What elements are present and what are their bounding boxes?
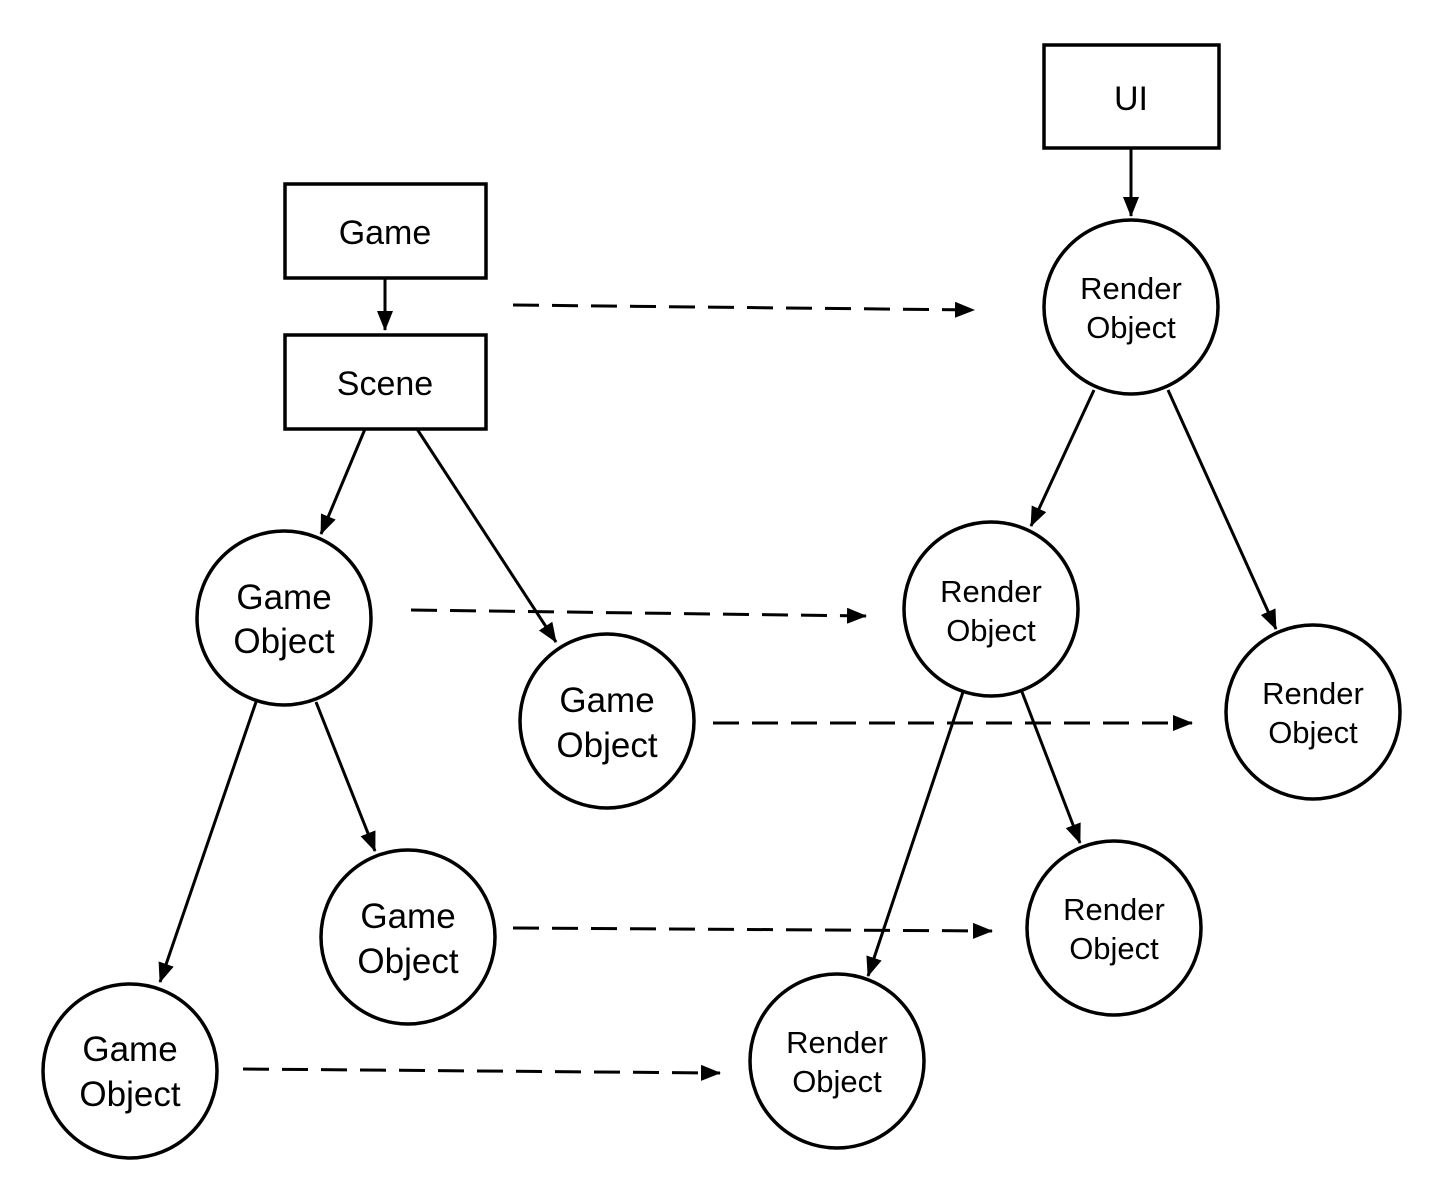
edge-game-object-1-to-game-object-3 (314, 701, 377, 852)
render-object-3-line2: Object (1069, 931, 1159, 966)
node-scene: Scene (283, 333, 488, 431)
render-object-2-line2: Object (1268, 715, 1358, 750)
game-object-2-line2: Object (556, 726, 657, 765)
render-object-1-line2: Object (946, 613, 1036, 648)
ui-label: UI (1114, 80, 1148, 118)
render-object-4-circle (748, 972, 926, 1150)
edge-scene-to-game-object-1 (319, 428, 367, 535)
edge-game-object-1-to-game-object-4 (158, 701, 258, 983)
hierarchy-edges (158, 148, 1278, 983)
node-game-object-4: Game Object (41, 982, 219, 1160)
mapping-game-object-3-to-render-object-3 (512, 922, 993, 939)
game-object-4-line1: Game (82, 1030, 177, 1069)
node-game-object-2: Game Object (518, 632, 696, 810)
game-box (283, 182, 488, 280)
node-render-object-root: Render Object (1042, 218, 1220, 396)
edge-render-object-1-to-render-object-3 (1020, 691, 1082, 844)
render-object-1-circle (902, 520, 1080, 698)
node-render-object-4: Render Object (748, 972, 926, 1150)
render-object-2-line1: Render (1262, 676, 1364, 711)
game-object-3-line1: Game (360, 897, 455, 936)
edge-render-object-root-to-render-object-1 (1029, 389, 1096, 527)
scene-label: Scene (337, 365, 433, 403)
game-object-1-line1: Game (236, 578, 331, 617)
render-object-root-line1: Render (1080, 271, 1182, 306)
game-object-2-line1: Game (559, 681, 654, 720)
render-object-root-circle (1042, 218, 1220, 396)
mapping-game-to-render-object-root (512, 301, 975, 318)
edge-render-object-1-to-render-object-4 (866, 691, 965, 977)
game-object-4-circle (41, 982, 219, 1160)
game-object-2-circle (518, 632, 696, 810)
game-label: Game (339, 214, 432, 252)
mapping-edges (242, 301, 1193, 1081)
game-object-3-line2: Object (357, 942, 458, 981)
node-game: Game (283, 182, 488, 280)
render-object-2-circle (1224, 623, 1402, 801)
node-render-object-1: Render Object (902, 520, 1080, 698)
node-ui: UI (1042, 43, 1221, 150)
mapping-game-object-4-to-render-object-4 (242, 1064, 721, 1081)
game-object-1-line2: Object (233, 622, 334, 661)
node-game-object-1: Game Object (195, 529, 373, 707)
game-object-3-circle (319, 848, 497, 1026)
render-object-3-circle (1025, 839, 1203, 1017)
game-object-4-line2: Object (79, 1075, 180, 1114)
render-object-root-line2: Object (1086, 310, 1176, 345)
mapping-game-object-1-to-render-object-1 (410, 607, 867, 624)
edge-scene-to-game-object-2 (415, 428, 558, 643)
edge-render-object-root-to-render-object-2 (1166, 389, 1278, 630)
node-render-object-2: Render Object (1224, 623, 1402, 801)
render-object-4-line1: Render (786, 1025, 888, 1060)
node-game-object-3: Game Object (319, 848, 497, 1026)
game-object-1-circle (195, 529, 373, 707)
node-render-object-3: Render Object (1025, 839, 1203, 1017)
scene-box (283, 333, 488, 431)
render-object-4-line2: Object (792, 1064, 882, 1099)
render-object-3-line1: Render (1063, 892, 1165, 927)
ui-box (1042, 43, 1221, 150)
render-object-1-line1: Render (940, 574, 1042, 609)
